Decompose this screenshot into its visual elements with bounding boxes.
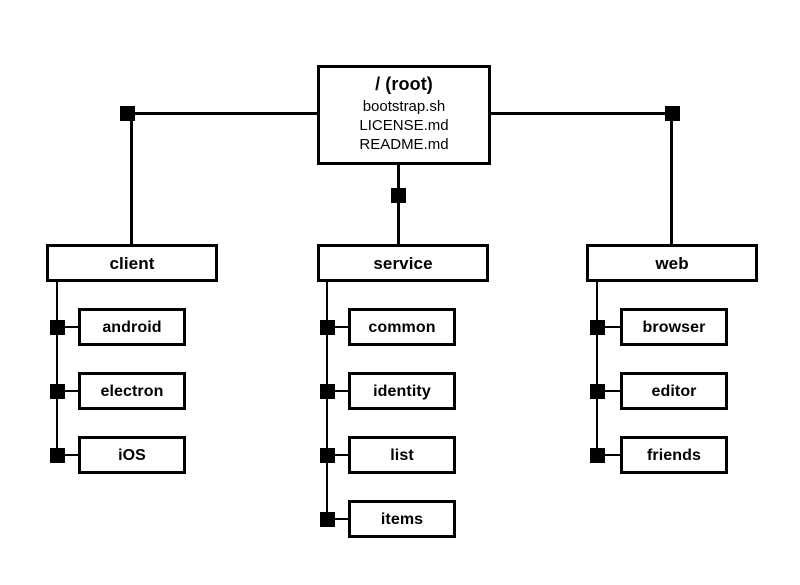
node-common-label: common [368,318,436,336]
node-web-label: web [655,253,689,273]
junction-marker-web [665,106,680,121]
node-browser[interactable]: browser [620,308,728,346]
connector-service-list [334,454,352,456]
marker-client-ios [50,448,65,463]
marker-web-editor [590,384,605,399]
node-android[interactable]: android [78,308,186,346]
node-identity[interactable]: identity [348,372,456,410]
connector-web-editor [604,390,622,392]
connector-client-electron [64,390,82,392]
connector-service-common [334,326,352,328]
root-file-license: LICENSE.md [359,117,449,134]
connector-web-browser [604,326,622,328]
marker-web-friends [590,448,605,463]
node-electron[interactable]: electron [78,372,186,410]
node-root-filelist: bootstrap.sh LICENSE.md README.md [359,97,448,154]
node-friends-label: friends [646,446,702,464]
connector-web-friends [604,454,622,456]
node-service[interactable]: service [317,244,489,282]
connector-root-to-web-horizontal [488,112,680,115]
marker-web-browser [590,320,605,335]
marker-service-items [320,512,335,527]
node-editor[interactable]: editor [620,372,728,410]
node-web[interactable]: web [586,244,758,282]
node-items[interactable]: items [348,500,456,538]
root-file-readme: README.md [359,136,449,153]
junction-marker-service [391,188,406,203]
node-friends[interactable]: friends [620,436,728,474]
marker-client-electron [50,384,65,399]
node-client-label: client [109,253,155,273]
marker-service-common [320,320,335,335]
node-list[interactable]: list [348,436,456,474]
node-service-label: service [373,253,433,273]
node-root-label: / (root) [375,74,433,94]
connector-service-identity [334,390,352,392]
spine-client [56,280,58,462]
node-list-label: list [390,446,414,464]
node-electron-label: electron [100,382,164,400]
node-common[interactable]: common [348,308,456,346]
connector-web-vertical-drop [670,112,673,246]
junction-marker-client [120,106,135,121]
connector-root-to-client-horizontal [120,112,320,115]
node-identity-label: identity [373,382,431,400]
spine-service [326,280,328,526]
connector-client-ios [64,454,82,456]
root-file-bootstrap: bootstrap.sh [362,98,446,115]
spine-web [596,280,598,462]
connector-client-vertical-drop [130,112,133,246]
node-browser-label: browser [642,318,706,336]
node-ios[interactable]: iOS [78,436,186,474]
node-root[interactable]: / (root) bootstrap.sh LICENSE.md README.… [317,65,491,165]
connector-client-android [64,326,82,328]
marker-service-list [320,448,335,463]
marker-client-android [50,320,65,335]
node-editor-label: editor [651,382,697,400]
connector-root-to-service-vertical [397,163,400,246]
marker-service-identity [320,384,335,399]
node-ios-label: iOS [118,446,146,464]
node-items-label: items [380,510,424,528]
node-android-label: android [102,318,162,336]
connector-service-items [334,518,352,520]
node-client[interactable]: client [46,244,218,282]
